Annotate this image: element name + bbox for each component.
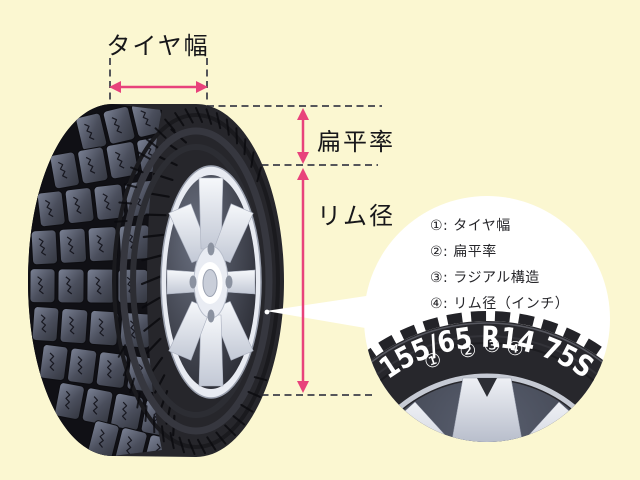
detail-rim-lip xyxy=(364,373,610,442)
sidewall-ring-outer xyxy=(112,113,280,449)
lug-hole xyxy=(189,275,197,289)
legend-item-1: ①: タイヤ幅 xyxy=(430,218,511,234)
marking-legend: ①: タイヤ幅 ②: 扁平率 ③: ラジアル構造 ④: リム径（インチ） xyxy=(430,213,569,317)
rim-diameter-arrow xyxy=(297,168,309,393)
wheel-spokes xyxy=(166,177,256,387)
callout-number-1: ① xyxy=(421,348,444,374)
lug-hole xyxy=(207,309,215,323)
legend-item-4: ④: リム径（インチ） xyxy=(430,296,570,312)
sidewall-ring-mid xyxy=(119,127,273,435)
aspect-ratio-label: 扁平率 xyxy=(317,128,395,156)
tire-width-label: タイヤ幅 xyxy=(106,32,210,60)
callout-number-4: ④ xyxy=(505,337,525,361)
aspect-ratio-arrow xyxy=(297,108,309,164)
tire-illustration xyxy=(28,104,284,457)
rim-diameter-label: リム径 xyxy=(317,202,395,230)
dimension-arrows xyxy=(109,81,309,393)
legend-item-3: ③: ラジアル構造 xyxy=(430,270,540,286)
tread-edge-hatch xyxy=(114,107,268,455)
callout-number-3: ③ xyxy=(483,335,500,357)
callout-number-2: ② xyxy=(458,339,478,363)
wheel-rim xyxy=(160,165,262,399)
legend-item-2: ②: 扁平率 xyxy=(430,244,497,260)
hub-bore xyxy=(202,269,218,297)
tire-width-arrow xyxy=(109,81,208,93)
lug-hole xyxy=(225,275,233,289)
marking-callout-numbers: ① ② ③ ④ xyxy=(421,335,525,374)
lug-hole xyxy=(207,242,215,256)
